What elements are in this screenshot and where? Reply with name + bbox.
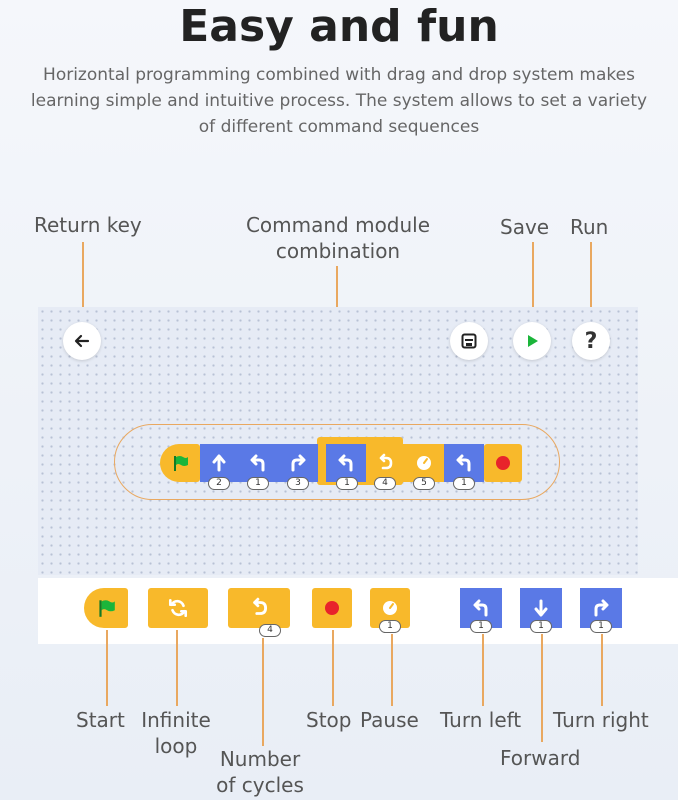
sequence-turn-right-param[interactable]: 3 [287, 477, 309, 490]
arrow-left-icon [74, 334, 90, 348]
callout-cycles-line1: Number [219, 747, 301, 771]
callout-line-turn-right [601, 634, 603, 706]
callout-line-forward [541, 634, 543, 742]
play-icon [528, 335, 538, 347]
turn-right-icon [291, 454, 306, 472]
palette-pause-param[interactable]: 1 [379, 620, 401, 633]
help-button[interactable]: ? [572, 322, 610, 360]
subtitle-line: Horizontal programming combined with dra… [43, 65, 635, 85]
palette-turn-left-block[interactable] [460, 588, 502, 628]
arrow-up-icon [212, 454, 226, 472]
palette-infinite-loop-block[interactable] [148, 588, 208, 628]
arrow-down-icon [534, 599, 548, 617]
sequence-turn-left-param[interactable]: 1 [336, 477, 358, 490]
command-palette [38, 578, 678, 644]
callout-stop: Stop [306, 708, 352, 732]
sequence-forward-block[interactable] [200, 444, 238, 482]
timer-icon [417, 456, 431, 470]
timer-icon [383, 601, 397, 615]
callout-turn-left: Turn left [440, 708, 522, 732]
callout-command-module: Command module combination [230, 212, 446, 264]
stop-circle-icon [496, 456, 510, 470]
callout-return-key: Return key [34, 213, 142, 237]
green-flag-icon [174, 456, 188, 471]
sequence-turn-right-block[interactable] [278, 444, 318, 482]
sequence-turn-left-block[interactable] [238, 444, 278, 482]
callout-start: Start [76, 708, 125, 732]
command-sequence-outline [114, 424, 560, 500]
callout-turn-right: Turn right [553, 708, 649, 732]
floppy-disk-icon [461, 333, 477, 349]
callout-line-stop [332, 630, 334, 706]
callout-run: Run [570, 215, 609, 239]
sequence-forward-param[interactable]: 2 [208, 477, 230, 490]
sequence-cycles-param[interactable]: 4 [374, 477, 396, 490]
callout-infinite-loop: Infinite loop [136, 707, 216, 759]
palette-forward-param[interactable]: 1 [530, 620, 552, 633]
turn-left-icon [338, 454, 353, 472]
callout-line-cycles [262, 638, 264, 746]
callout-save: Save [500, 215, 550, 239]
page-subtitle: Horizontal programming combined with dra… [20, 62, 658, 140]
callout-cycles-line2: of cycles [216, 773, 304, 797]
sequence-turn-left-block[interactable] [326, 444, 366, 482]
sequence-pause-block[interactable] [404, 444, 444, 482]
sequence-turn-left-block[interactable] [444, 444, 484, 482]
sequence-stop-block[interactable] [484, 444, 522, 482]
sequence-turn-left-param[interactable]: 1 [453, 477, 475, 490]
repeat-arrow-icon [379, 453, 393, 470]
palette-turn-left-param[interactable]: 1 [470, 620, 492, 633]
sequence-pause-param[interactable]: 5 [413, 477, 435, 490]
turn-left-icon [250, 454, 265, 472]
callout-line-save [532, 242, 534, 322]
run-button[interactable] [513, 322, 551, 360]
return-button[interactable] [63, 322, 101, 360]
turn-left-icon [473, 599, 488, 617]
callout-line-infinite [176, 630, 178, 706]
subtitle-line: learning simple and intuitive process. T… [30, 91, 648, 111]
sequence-cycles-block[interactable] [366, 444, 404, 482]
palette-cycles-param[interactable]: 4 [259, 624, 281, 637]
callout-command-module-line2: combination [275, 239, 401, 263]
sequence-turn-left-param[interactable]: 1 [247, 477, 269, 490]
callout-forward: Forward [500, 746, 581, 770]
infinite-loop-icon [168, 598, 188, 618]
callout-pause: Pause [360, 708, 419, 732]
green-flag-icon [99, 600, 115, 617]
save-button[interactable] [450, 322, 488, 360]
subtitle-line: of different command sequences [198, 117, 480, 137]
callout-line-pause [391, 634, 393, 706]
sequence-start-block[interactable] [160, 444, 200, 482]
repeat-arrow-icon [253, 597, 268, 615]
help-label: ? [584, 328, 598, 354]
callout-line-start [106, 630, 108, 706]
palette-number-of-cycles-block[interactable] [228, 588, 290, 628]
callout-command-module-line1: Command module [245, 213, 431, 237]
stop-circle-icon [325, 601, 339, 615]
page-title: Easy and fun [179, 1, 499, 52]
callout-infinite-line1: Infinite [141, 708, 211, 732]
turn-right-icon [594, 599, 609, 617]
turn-left-icon [456, 454, 471, 472]
palette-stop-block[interactable] [312, 588, 352, 628]
palette-start-block[interactable] [84, 588, 128, 628]
palette-turn-right-param[interactable]: 1 [590, 620, 612, 633]
callout-line-turn-left [482, 634, 484, 706]
callout-line-run [590, 242, 592, 322]
callout-line-return [82, 242, 84, 320]
callout-infinite-line2: loop [154, 734, 198, 758]
callout-number-of-cycles: Number of cycles [210, 746, 310, 798]
